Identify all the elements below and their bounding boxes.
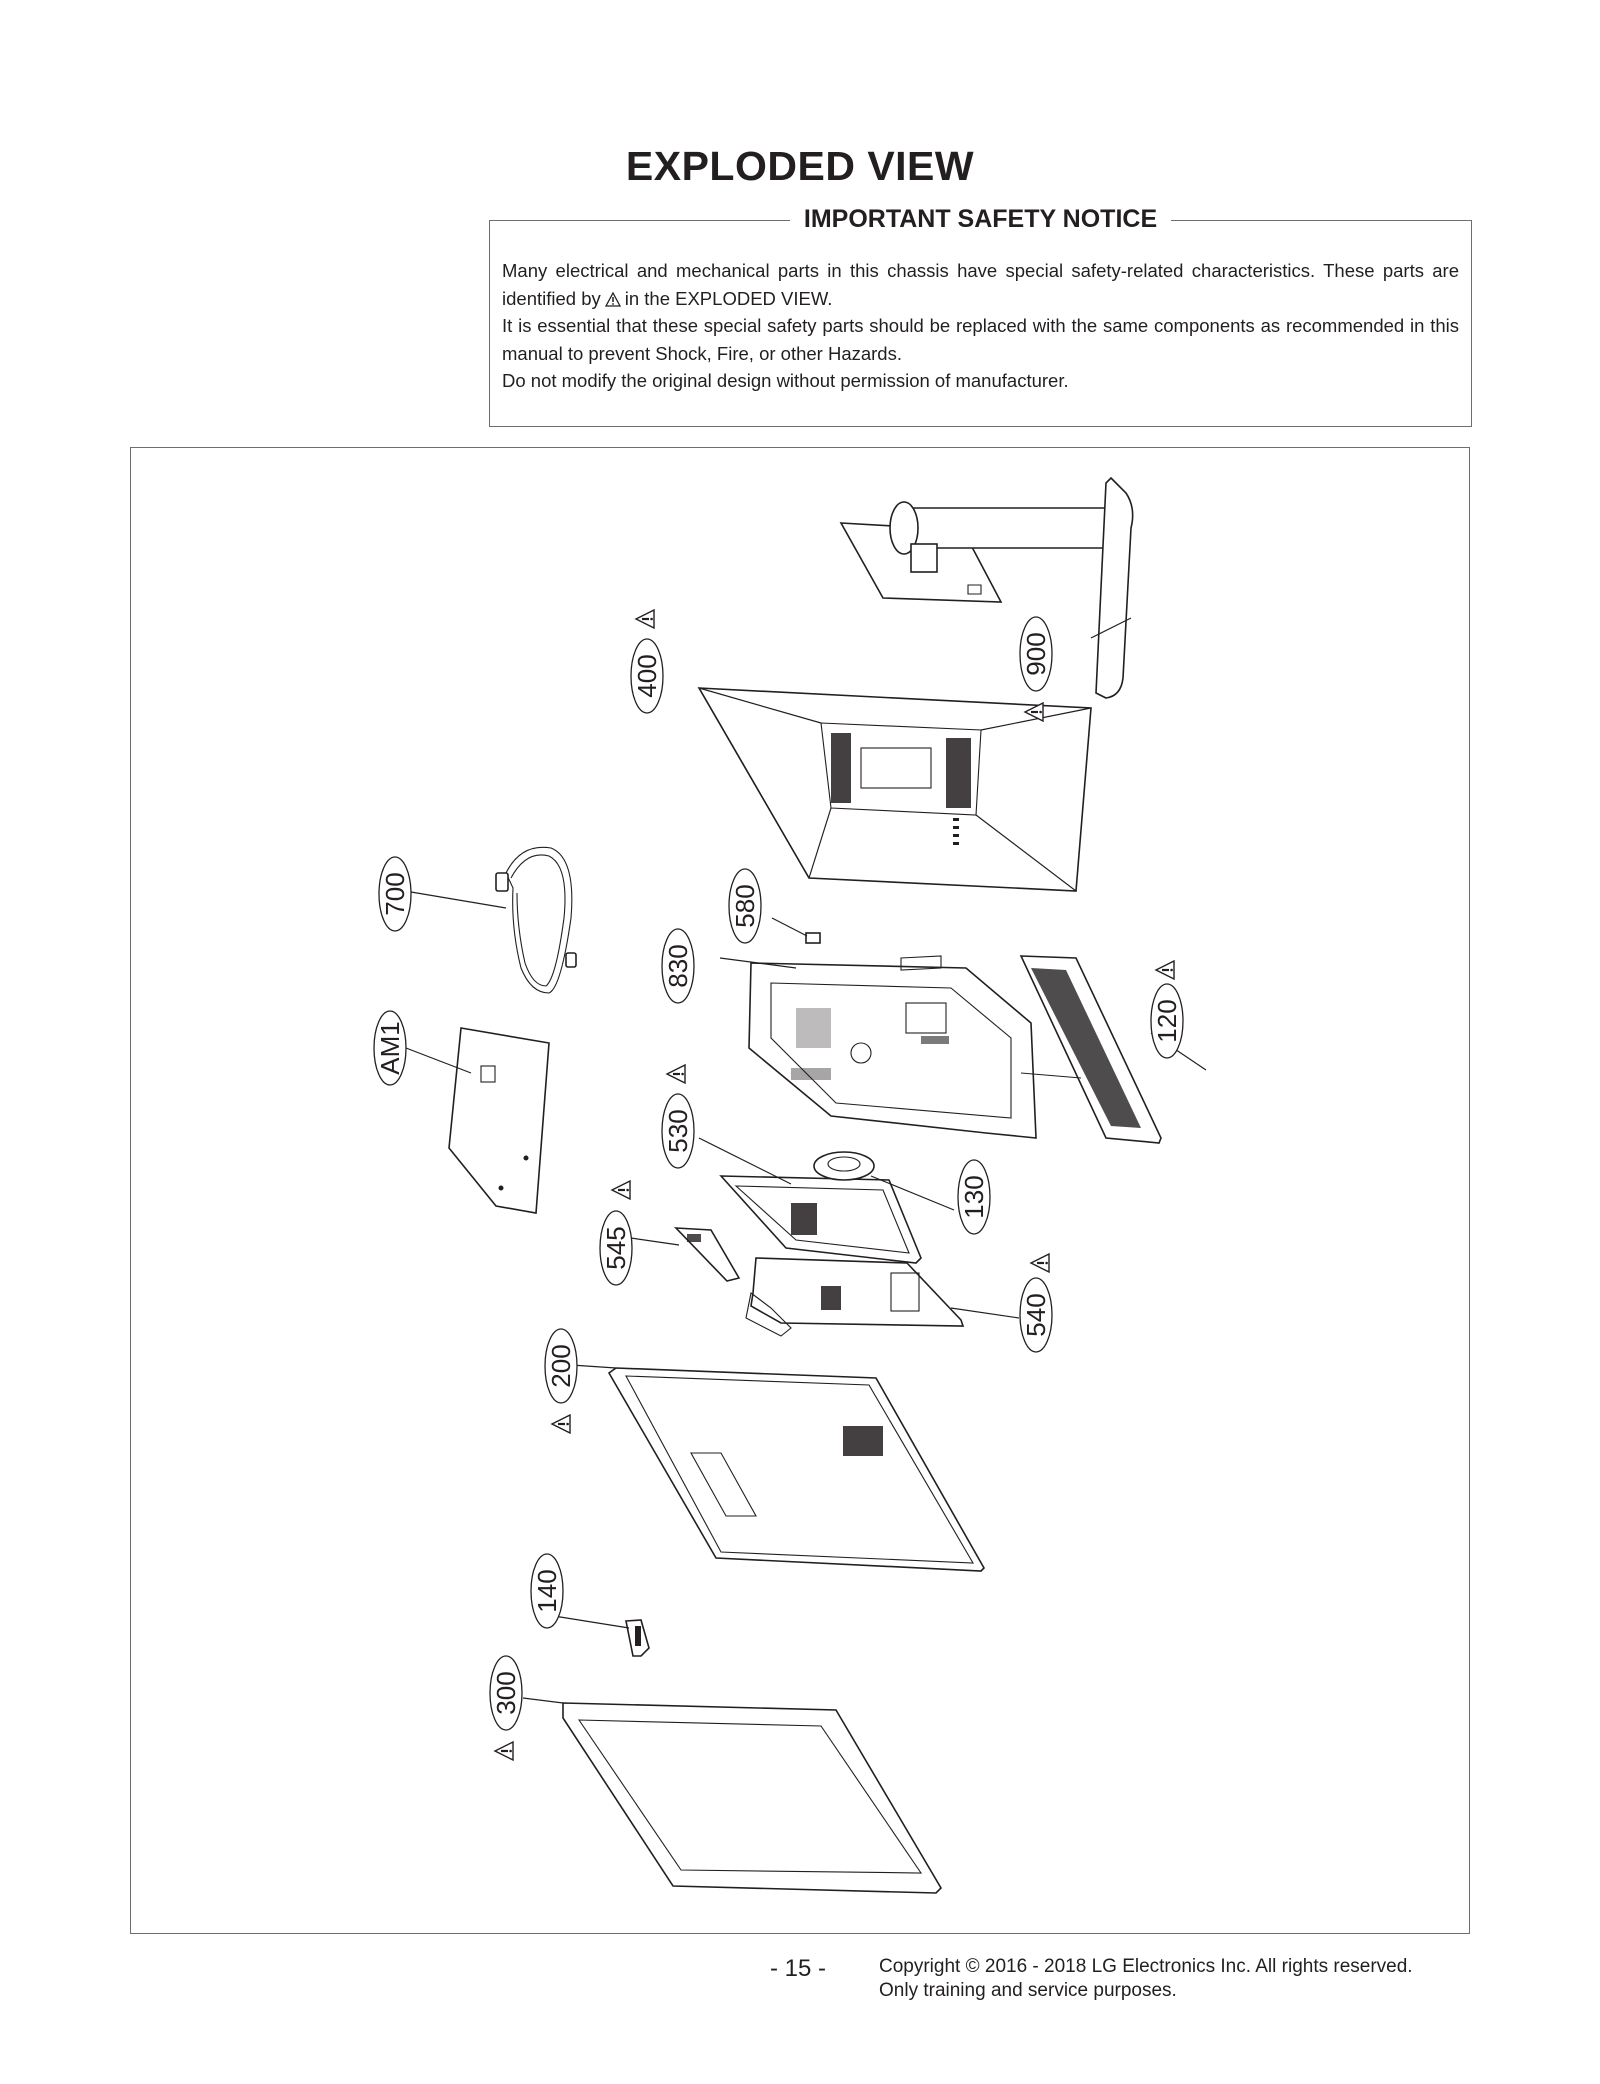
- warning-triangle-icon: [604, 291, 621, 307]
- safety-notice-paragraph-2: It is essential that these special safet…: [502, 315, 1459, 364]
- callout-700: 700: [378, 856, 412, 932]
- warning-triangle-icon: [634, 608, 656, 630]
- warning-triangle-icon: [493, 1740, 515, 1762]
- part-580: [771, 917, 821, 944]
- part-speaker-130: [813, 1151, 955, 1211]
- svg-text:130: 130: [959, 1175, 989, 1218]
- callout-300: 300: [489, 1655, 523, 1731]
- svg-text:140: 140: [532, 1569, 562, 1612]
- safety-notice-paragraph-3: Do not modify the original design withou…: [502, 370, 1069, 391]
- part-stand-900: [839, 476, 1134, 699]
- svg-text:580: 580: [730, 884, 760, 927]
- callout-830: 830: [661, 928, 695, 1004]
- exploded-view-diagram: 900 400 700 580 830 120 AM1: [130, 447, 1470, 1934]
- safety-notice-paragraph-1: Many electrical and mechanical parts in …: [502, 257, 1459, 312]
- svg-text:700: 700: [380, 872, 410, 915]
- callout-400: 400: [630, 638, 664, 714]
- part-shield-530: [698, 1137, 922, 1264]
- safety-notice-heading: IMPORTANT SAFETY NOTICE: [490, 205, 1471, 234]
- callout-120: 120: [1150, 983, 1184, 1059]
- part-main-board-540: [745, 1257, 1020, 1337]
- safety-notice-heading-text: IMPORTANT SAFETY NOTICE: [789, 205, 1172, 233]
- part-rear-panel-AM1: [405, 1027, 550, 1214]
- part-front-bezel-300: [522, 1697, 943, 1894]
- notice-line-1-end: in the EXPLODED VIEW.: [624, 287, 833, 309]
- safety-notice-box: IMPORTANT SAFETY NOTICE Many electrical …: [489, 205, 1472, 427]
- svg-text:120: 120: [1152, 999, 1182, 1042]
- part-power-cord-700: [410, 846, 577, 994]
- warning-triangle-icon: [550, 1413, 572, 1435]
- usage-line: Only training and service purposes.: [879, 1980, 1177, 2001]
- svg-text:400: 400: [632, 654, 662, 697]
- svg-text:540: 540: [1021, 1293, 1051, 1336]
- svg-text:200: 200: [546, 1344, 576, 1387]
- part-power-board-120: [1019, 955, 1207, 1144]
- footer-copyright: Copyright © 2016 - 2018 LG Electronics I…: [879, 1955, 1413, 2003]
- callout-545: 545: [599, 1210, 633, 1286]
- callout-900: 900: [1019, 616, 1053, 692]
- part-panel-frame-200: [570, 1364, 985, 1572]
- svg-text:AM1: AM1: [375, 1021, 405, 1074]
- svg-text:830: 830: [663, 944, 693, 987]
- safety-notice-body: Many electrical and mechanical parts in …: [502, 257, 1459, 395]
- callout-530: 530: [661, 1093, 695, 1169]
- page-title: EXPLODED VIEW: [625, 143, 975, 189]
- page-number: - 15 -: [770, 1955, 827, 1982]
- part-140: [553, 1615, 650, 1657]
- notice-line-1: Many electrical and mechanical parts in …: [502, 260, 1459, 309]
- callout-AM1: AM1: [373, 1010, 407, 1086]
- svg-text:530: 530: [663, 1109, 693, 1152]
- part-545: [630, 1227, 741, 1282]
- copyright-line: Copyright © 2016 - 2018 LG Electronics I…: [879, 1956, 1413, 1977]
- callout-540: 540: [1019, 1277, 1053, 1353]
- svg-text:300: 300: [491, 1671, 521, 1714]
- warning-triangle-icon: [610, 1179, 632, 1201]
- svg-text:900: 900: [1021, 632, 1051, 675]
- callout-130: 130: [957, 1159, 991, 1235]
- part-back-cover-400: [697, 687, 1092, 892]
- callout-580: 580: [728, 868, 762, 944]
- callout-140: 140: [530, 1553, 564, 1629]
- warning-triangle-icon: [1029, 1252, 1051, 1274]
- callout-200: 200: [544, 1328, 578, 1404]
- warning-triangle-icon: [1154, 959, 1176, 981]
- svg-text:545: 545: [601, 1226, 631, 1269]
- warning-triangle-icon: [665, 1063, 687, 1085]
- part-chassis-830: [719, 955, 1037, 1139]
